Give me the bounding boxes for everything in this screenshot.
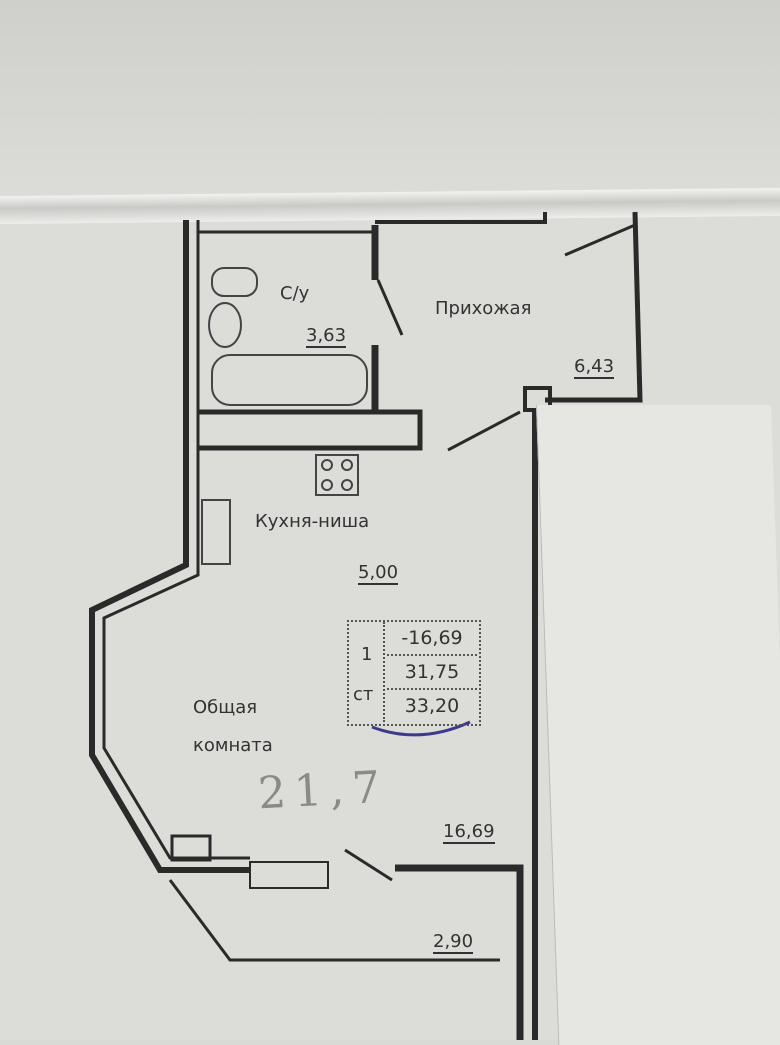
area-summary-table: 1 ст -16,69 31,75 33,20 [347, 620, 481, 726]
bathroom-label: С/у [280, 283, 310, 304]
living-bottom-wall [395, 864, 524, 1040]
bathroom-area: 3,63 [306, 325, 347, 348]
living-area: 16,69 [443, 821, 495, 844]
living-area-cell: -16,69 [387, 622, 477, 656]
total-area-cell: 31,75 [387, 656, 477, 690]
radiator [249, 861, 329, 889]
stove-icon [315, 454, 359, 496]
background-wall [0, 0, 780, 200]
kitchen-area: 5,00 [358, 562, 399, 585]
paper-overlay [536, 405, 780, 1045]
kitchen-label: Кухня-ниша [255, 511, 370, 532]
handwritten-note: 21,7 [256, 761, 390, 820]
hall-right-wall [545, 211, 643, 403]
balcony-outline [168, 879, 500, 962]
balcony-area: 2,90 [433, 931, 474, 954]
table-label: ст [353, 684, 374, 705]
total-with-balcony-cell: 33,20 [404, 695, 460, 717]
window-sill [170, 834, 212, 862]
door-kitchen [447, 410, 521, 452]
bathroom-bottom-wall [198, 409, 423, 451]
hallway-area: 6,43 [574, 356, 615, 379]
door-balcony [344, 848, 393, 882]
hallway-label: Прихожая [435, 298, 532, 319]
hall-top-wall [375, 212, 547, 224]
sink-icon [208, 302, 242, 348]
outer-wall-left-inner [102, 220, 250, 860]
rooms-count: 1 [361, 644, 373, 665]
living-label-line2: комната [193, 735, 273, 756]
door-entrance [564, 223, 636, 257]
toilet-icon [211, 267, 258, 297]
pen-underline [371, 720, 471, 737]
kitchen-sink-icon [201, 499, 231, 565]
living-label-line1: Общая [193, 697, 258, 718]
outer-wall-left [89, 220, 250, 873]
door-bathroom [376, 279, 404, 336]
bathtub-icon [211, 354, 368, 406]
